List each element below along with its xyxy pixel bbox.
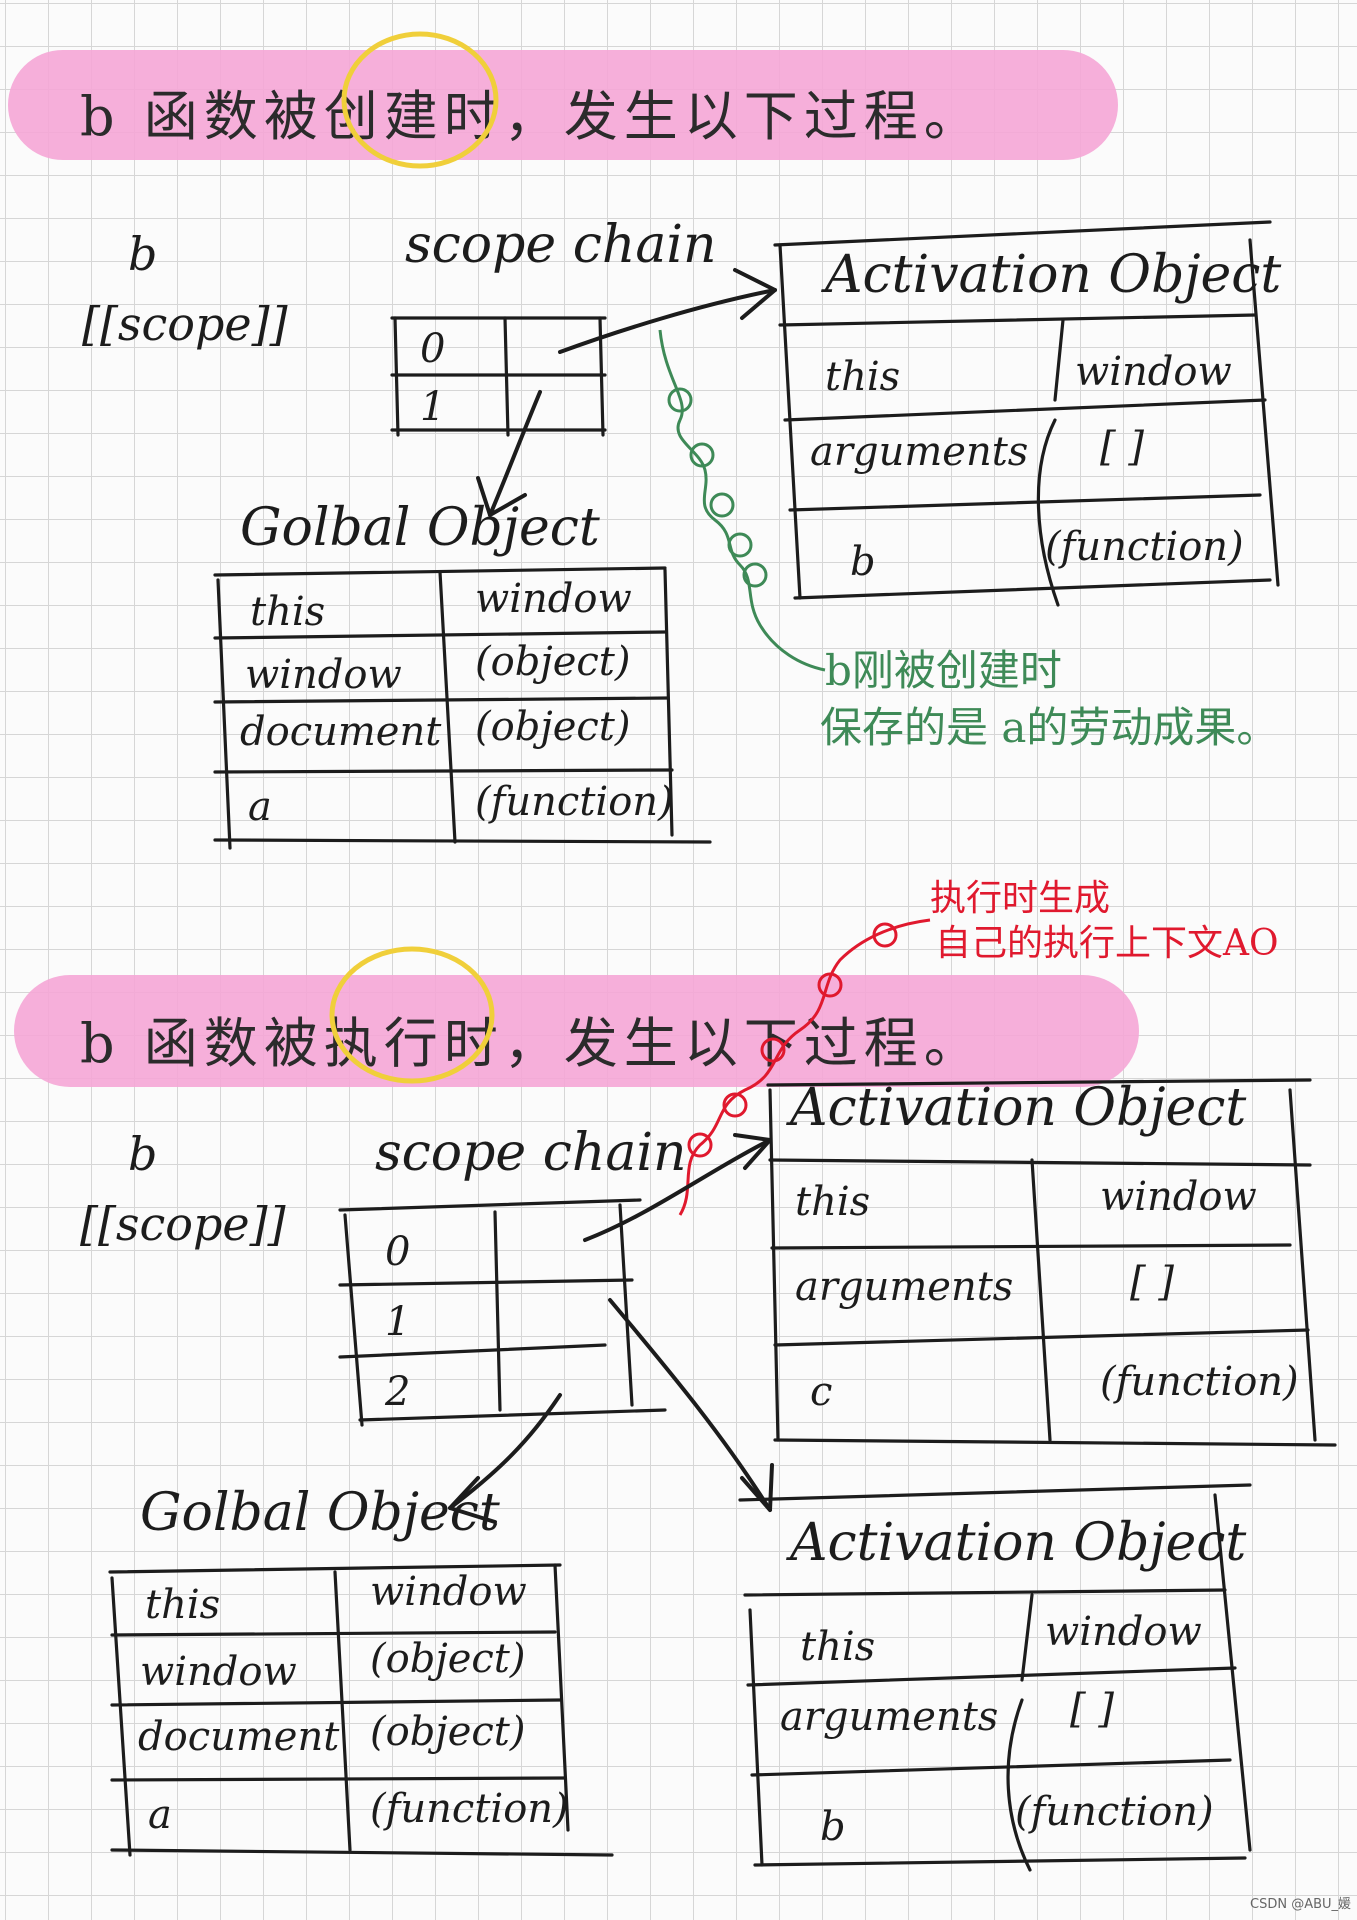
ao2-key-2: b	[820, 1804, 846, 1850]
loop	[760, 1037, 786, 1063]
go1-key-0: this	[250, 589, 325, 635]
activation-object-table-1: this window arguments [ ] b (function)	[773, 220, 1280, 607]
go1-val-3: (function)	[475, 779, 674, 825]
arrow-scope0-to-new-ao	[583, 1138, 772, 1242]
red-note-line2: 自己的执行上下文AO	[935, 923, 1279, 964]
scope-label-2: [[scope]]	[80, 1197, 286, 1251]
arrow-scope0-to-ao	[558, 288, 777, 354]
go1-val-0: window	[475, 576, 632, 622]
ao1-title: Activation Object	[821, 245, 1281, 305]
green-note-line1: b刚被创建时	[825, 646, 1062, 695]
heading-highlight-2	[14, 975, 1139, 1087]
global-object-table-2: this window window (object) document (ob…	[108, 1563, 614, 1857]
global-object-title-2: Golbal Object	[140, 1483, 500, 1543]
heading-1: b 函数被创建时，发生以下过程。	[80, 85, 984, 148]
scope-label-1: [[scope]]	[82, 297, 288, 351]
ao2new-key-2: c	[810, 1369, 832, 1415]
go2-key-2: document	[138, 1714, 340, 1760]
arrow-scope1-to-go	[488, 390, 542, 517]
loop	[817, 972, 843, 998]
arrow-scope1-to-ao	[608, 1298, 772, 1512]
scope2-row-2: 2	[384, 1369, 410, 1415]
circle-mark-2	[329, 946, 495, 1084]
scope2-row-0: 0	[385, 1229, 410, 1275]
ao1-val-0: window	[1075, 349, 1232, 395]
loop	[727, 532, 753, 558]
ao2-title: Activation Object	[786, 1513, 1246, 1573]
loop	[872, 922, 898, 948]
ao1-val-1: [ ]	[1100, 424, 1144, 470]
heading-2: b 函数被执行时，发生以下过程。	[80, 1012, 984, 1075]
go2-val-3: (function)	[370, 1786, 569, 1832]
ao2-key-1: arguments	[780, 1694, 998, 1740]
arrow-head	[476, 476, 527, 517]
watermark: CSDN @ABU_媛	[1250, 1897, 1351, 1912]
ao2new-val-0: window	[1100, 1174, 1257, 1220]
red-squiggle	[678, 918, 931, 1216]
go2-key-0: this	[145, 1582, 220, 1628]
ao2new-key-1: arguments	[795, 1264, 1013, 1310]
loop	[689, 442, 715, 468]
go2-key-3: a	[148, 1792, 172, 1838]
scope-chain-table-2: 0 1 2	[338, 1198, 667, 1427]
ao2new-val-1: [ ]	[1130, 1259, 1174, 1305]
circle-mark-1	[341, 31, 499, 169]
ao2new-key-0: this	[795, 1179, 870, 1225]
loop	[722, 1092, 748, 1118]
ao2-val-2: (function)	[1015, 1789, 1214, 1835]
go1-key-3: a	[248, 784, 272, 830]
ao2new-val-2: (function)	[1100, 1359, 1299, 1405]
arrow-head	[448, 1476, 497, 1524]
green-note-line2: 保存的是 a的劳动成果。	[820, 703, 1278, 752]
loop	[742, 562, 768, 588]
b-label-2: b	[128, 1127, 157, 1181]
ao1-val-2: (function)	[1045, 524, 1244, 570]
global-object-table-1: this window window (object) document (ob…	[213, 566, 712, 850]
activation-object-new-table: this window arguments [ ] c (function)	[766, 1078, 1337, 1447]
b-label-1: b	[128, 227, 157, 281]
loop	[687, 1132, 713, 1158]
heading-highlight-1	[8, 50, 1118, 160]
go2-val-2: (object)	[370, 1709, 525, 1755]
scope2-row-1: 1	[385, 1299, 410, 1345]
ao1-key-2: b	[850, 539, 876, 585]
ao2-val-1: [ ]	[1070, 1686, 1114, 1732]
scope-chain-table-1: 0 1	[390, 316, 607, 437]
ao1-key-1: arguments	[810, 429, 1028, 475]
global-object-title-1: Golbal Object	[240, 498, 600, 558]
ao1-key-0: this	[825, 354, 900, 400]
ao2-val-0: window	[1045, 1609, 1202, 1655]
arrow-head	[740, 1463, 774, 1512]
arrow-head	[733, 268, 777, 320]
green-squiggle	[658, 329, 826, 672]
go2-key-1: window	[140, 1649, 297, 1695]
ao2-key-0: this	[800, 1624, 875, 1670]
go2-val-0: window	[370, 1569, 527, 1615]
scope-row-1: 1	[420, 384, 445, 430]
scope-chain-title-1: scope chain	[405, 215, 716, 275]
scope-chain-title-2: scope chain	[375, 1123, 686, 1183]
activation-object-table-2: this window arguments [ ] b (function)	[738, 1483, 1252, 1872]
arrow-scope2-to-go	[448, 1393, 562, 1510]
go1-key-2: document	[240, 709, 442, 755]
go2-val-1: (object)	[370, 1636, 525, 1682]
red-note-line1: 执行时生成	[930, 878, 1110, 919]
go1-val-2: (object)	[475, 704, 630, 750]
loop	[709, 492, 735, 518]
go1-key-1: window	[245, 652, 402, 698]
scope-row-0: 0	[420, 326, 445, 372]
loop	[667, 387, 693, 413]
ao2new-title: Activation Object	[786, 1078, 1246, 1138]
go1-val-1: (object)	[475, 639, 630, 685]
